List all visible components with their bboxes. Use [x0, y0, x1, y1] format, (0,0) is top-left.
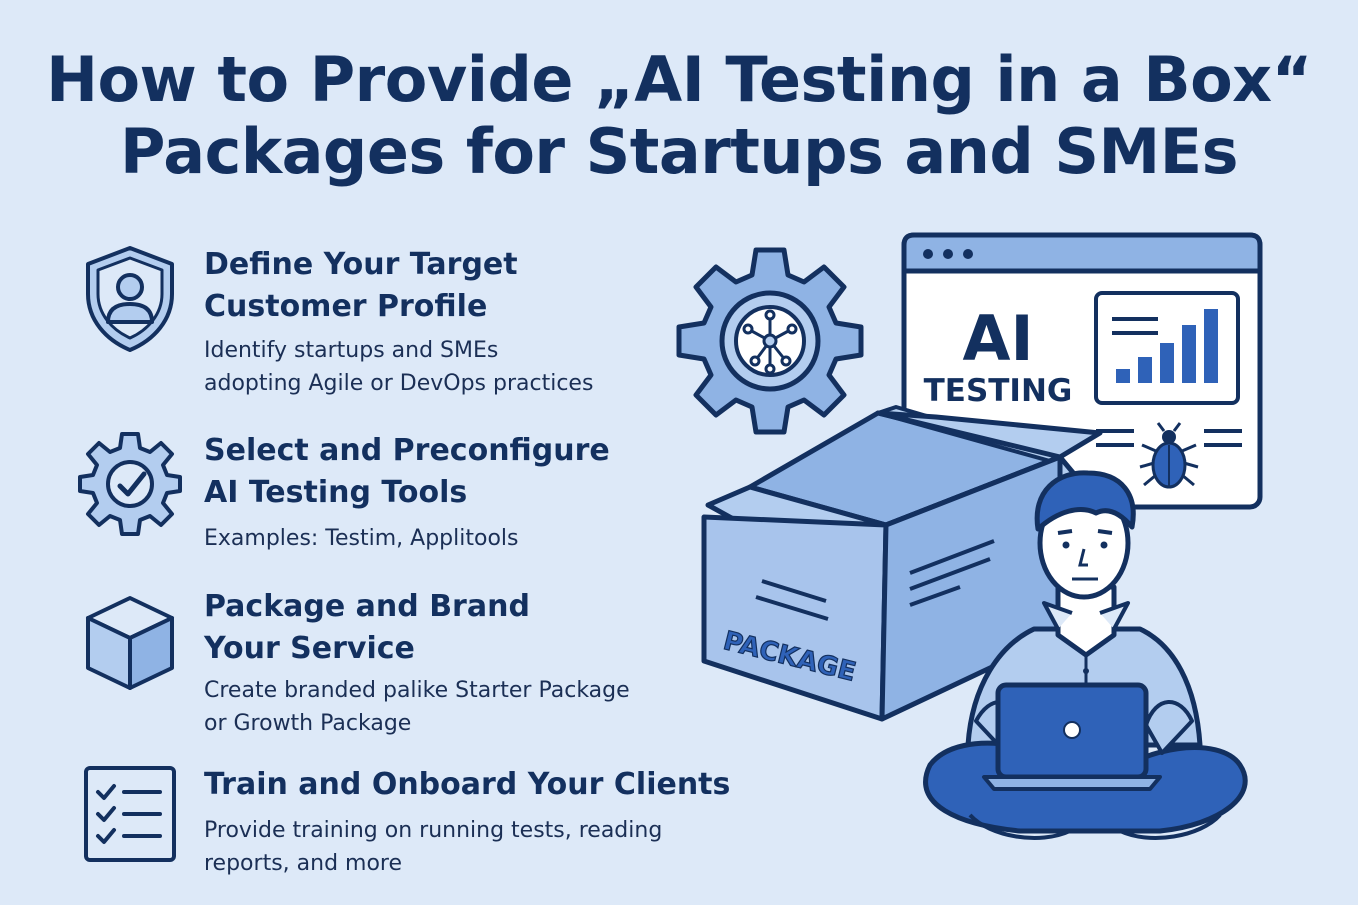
person-illustration	[923, 470, 1248, 840]
bug-icon	[1096, 422, 1242, 489]
screen-subtitle: TESTING	[924, 373, 1073, 409]
ai-gear-icon	[676, 247, 864, 435]
step-heading: Select and Preconfigure AI Testing Tools	[204, 433, 610, 510]
shield-user-icon	[86, 246, 174, 352]
step-package-brand: Package and Brand Your Service Create br…	[0, 584, 720, 744]
browser-window: AI TESTING	[901, 232, 1263, 510]
checklist-icon	[84, 766, 176, 862]
step-description: Examples: Testim, Applitools	[204, 526, 519, 551]
step-heading: Package and Brand Your Service	[204, 589, 530, 666]
bar-chart-icon	[1094, 291, 1240, 405]
step-description: Identify startups and SMEs adopting Agil…	[204, 338, 594, 396]
step-heading: Define Your Target Customer Profile	[204, 247, 518, 324]
step-train-onboard: Train and Onboard Your Clients Provide t…	[0, 762, 730, 892]
title-line-2: Packages for Startups and SMEs	[120, 115, 1238, 188]
laptop-icon	[982, 682, 1162, 791]
screen-title: AI	[962, 302, 1033, 375]
step-heading: Train and Onboard Your Clients	[204, 767, 731, 802]
page-title: How to Provide „AI Testing in a Box“ Pac…	[0, 44, 1358, 188]
step-define-target: Define Your Target Customer Profile Iden…	[0, 240, 720, 410]
step-description: Create branded palike Starter Package or…	[204, 678, 630, 736]
cube-icon	[86, 596, 174, 690]
step-description: Provide training on running tests, readi…	[204, 818, 663, 876]
title-line-1: How to Provide „AI Testing in a Box“	[46, 43, 1312, 116]
ai-testing-illustration: AI TESTING	[676, 232, 1263, 840]
gear-check-icon	[78, 432, 182, 536]
package-box: PACKAGE	[701, 405, 1103, 722]
step-select-tools: Select and Preconfigure AI Testing Tools…	[0, 426, 720, 566]
